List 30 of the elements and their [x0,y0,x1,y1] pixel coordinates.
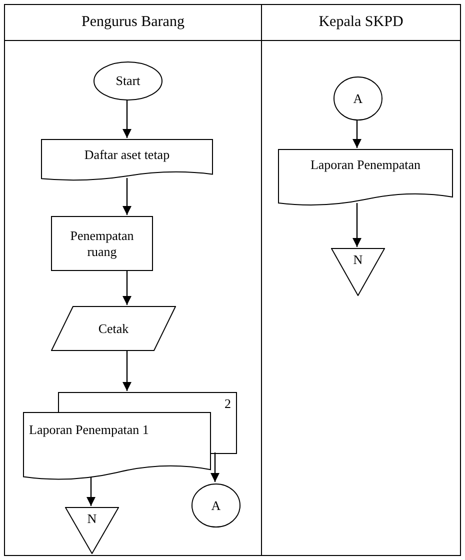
swimlane [261,4,461,556]
connector-circle [333,76,383,121]
arrow [122,178,132,215]
node-label: Start [116,73,140,89]
page-number: 2 [224,396,231,412]
node-label: N [87,511,97,527]
node-label: Daftar aset tetap [84,147,170,163]
terminator-ellipse [93,61,163,101]
swimlane [4,4,262,556]
arrow [352,120,362,148]
arrow [122,350,132,391]
arrow [122,100,132,138]
arrow [352,203,362,247]
node-label: N [353,252,363,268]
node-label: Penempatan ruang [69,228,135,260]
node-label: Laporan Penempatan [310,157,421,173]
connector-circle [191,483,241,528]
process-box [51,216,153,271]
arrow [122,270,132,305]
lane-header: Kepala SKPD [262,5,460,41]
arrow [86,477,96,506]
off-page-triangle [65,507,119,554]
node-label: A [211,498,221,514]
document-shape [41,139,213,183]
arrow [210,452,220,482]
node-label: Cetak [98,320,129,336]
off-page-triangle [331,248,385,296]
node-label: Laporan Penempatan 1 [29,422,149,438]
node-label: A [353,90,363,106]
input-output-parallelogram [51,306,176,351]
